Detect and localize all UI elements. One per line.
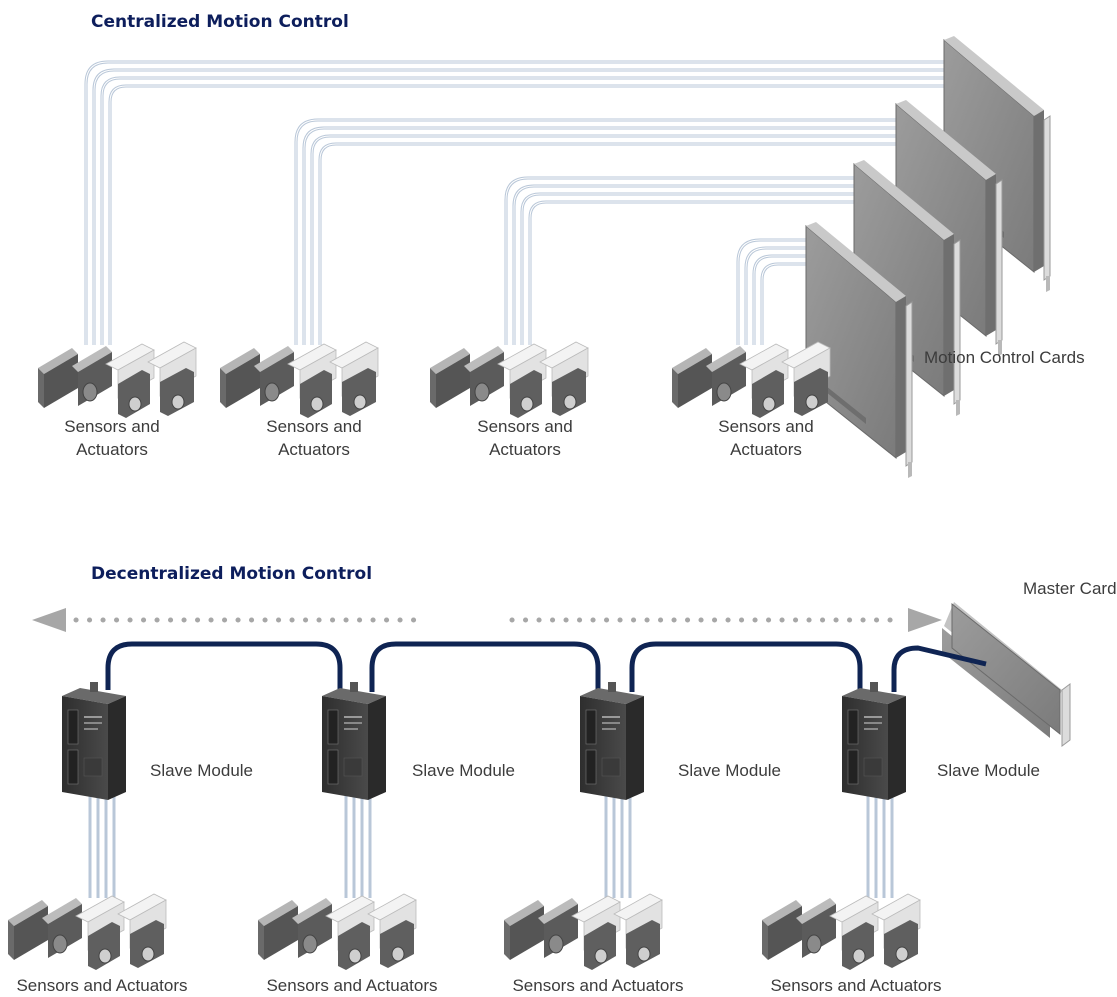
sensors-actuators-group-4 xyxy=(671,341,831,419)
bus-cable xyxy=(105,641,987,692)
left-arrow-head xyxy=(32,608,66,632)
group-3-label-line1: Sensors and xyxy=(477,417,572,436)
sensors-actuators-group-3 xyxy=(429,341,589,419)
slave-3-sensors-actuators xyxy=(503,893,663,971)
slave-module-4 xyxy=(841,681,907,801)
group-2-label-line1: Sensors and xyxy=(266,417,361,436)
slave-module-3 xyxy=(579,681,645,801)
slave-module-3-label: Slave Module xyxy=(678,761,781,780)
group-4-label-line1: Sensors and xyxy=(718,417,813,436)
slave-module-2 xyxy=(321,681,387,801)
slave-4-sensors-actuators xyxy=(761,893,921,971)
slave-1-devices-label: Sensors and Actuators xyxy=(16,976,187,995)
slave-2-sensors-actuators xyxy=(257,893,417,971)
sensors-actuators-group-1 xyxy=(37,341,197,419)
right-arrow-head xyxy=(908,608,942,632)
group-3-label-line2: Actuators xyxy=(489,440,561,459)
master-card xyxy=(942,602,1071,747)
group-1-label-line2: Actuators xyxy=(76,440,148,459)
centralized-title: Centralized Motion Control xyxy=(91,12,349,32)
slave-module-2-label: Slave Module xyxy=(412,761,515,780)
decentralized-title: Decentralized Motion Control xyxy=(91,564,372,584)
slave-4-devices-label: Sensors and Actuators xyxy=(770,976,941,995)
centralized-cable-inner xyxy=(85,61,944,345)
group-2-label-line2: Actuators xyxy=(278,440,350,459)
slave-module-1 xyxy=(61,681,127,801)
group-1-label-line1: Sensors and xyxy=(64,417,159,436)
decentralized-cables xyxy=(88,790,894,898)
slave-3-devices-label: Sensors and Actuators xyxy=(512,976,683,995)
sensors-actuators-group-2 xyxy=(219,341,379,419)
group-4-label-line2: Actuators xyxy=(730,440,802,459)
slave-1-sensors-actuators xyxy=(7,893,167,971)
motion-control-cards-label: Motion Control Cards xyxy=(924,348,1085,367)
slave-2-devices-label: Sensors and Actuators xyxy=(266,976,437,995)
master-card-label: Master Card xyxy=(1023,579,1117,598)
slave-module-1-label: Slave Module xyxy=(150,761,253,780)
slave-module-4-label: Slave Module xyxy=(937,761,1040,780)
